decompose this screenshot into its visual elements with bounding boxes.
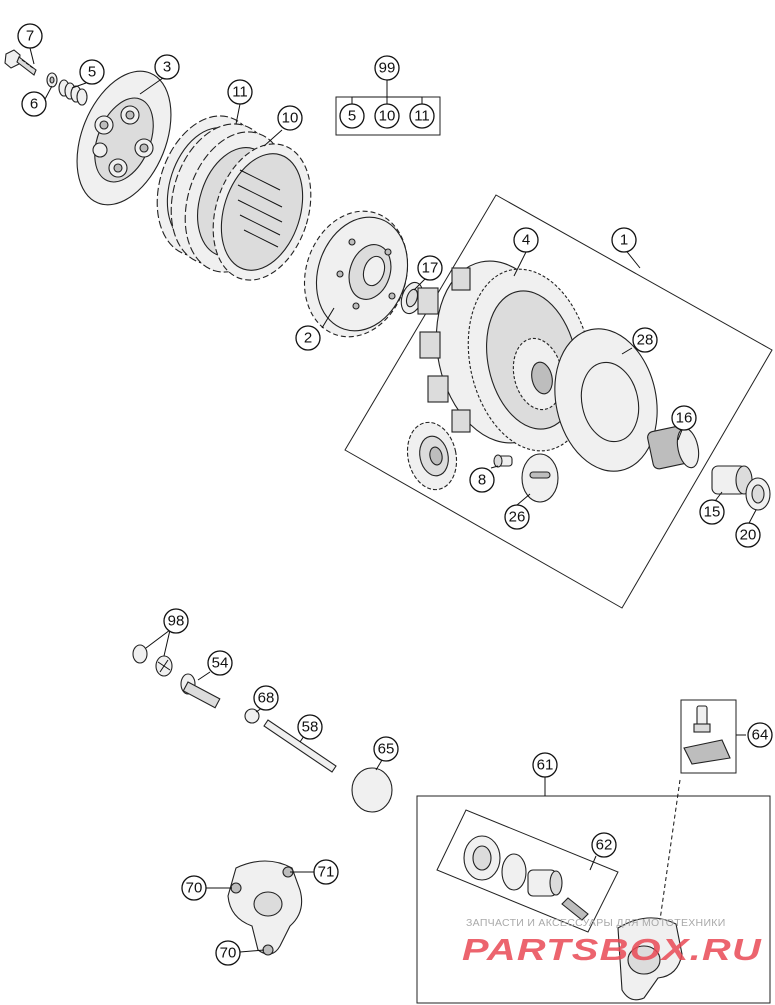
callout-1: 1: [611, 227, 637, 253]
slave-cylinder-housing-part: [227, 860, 303, 956]
svg-text:64: 64: [752, 727, 769, 744]
callout-5: 5: [79, 59, 105, 85]
watermark-tagline: ЗАПЧАСТИ И АКСЕССУАРЫ ДЛЯ МОТОТЕХНИКИ: [466, 917, 726, 929]
callout-54: 54: [207, 650, 233, 676]
svg-text:17: 17: [422, 260, 439, 277]
slave-cylinder-body-part: [617, 779, 683, 1001]
spring-part: [58, 79, 88, 106]
callout-68: 68: [253, 685, 279, 711]
callout-4: 4: [513, 227, 539, 253]
callout-15: 15: [699, 499, 725, 525]
callout-99-item-10: 10: [374, 103, 400, 129]
o-ring-part: [351, 767, 393, 813]
steel-disc-part: [212, 143, 312, 281]
push-rod-part: [263, 719, 337, 773]
callout-99-item-5: 5: [339, 103, 365, 129]
svg-text:5: 5: [348, 108, 356, 125]
needle-bearing-part: [647, 424, 700, 470]
svg-text:71: 71: [318, 864, 335, 881]
callout-8: 8: [469, 467, 495, 493]
washer-98-part: [132, 644, 173, 677]
svg-text:65: 65: [378, 741, 395, 758]
svg-text:5: 5: [88, 64, 96, 81]
svg-text:20: 20: [740, 527, 757, 544]
svg-text:58: 58: [302, 719, 319, 736]
callout-2: 2: [295, 325, 321, 351]
svg-text:28: 28: [637, 332, 654, 349]
svg-text:6: 6: [30, 96, 38, 113]
callout-20: 20: [735, 522, 761, 548]
callout-98: 98: [163, 608, 189, 634]
svg-text:1: 1: [620, 232, 628, 249]
callout-11: 11: [227, 79, 253, 105]
seal-kit-62-frame: [436, 809, 619, 933]
callout-7: 7: [17, 23, 43, 49]
svg-text:26: 26: [509, 509, 526, 526]
callout-99: 99: [374, 55, 400, 81]
callout-71: 71: [313, 859, 339, 885]
washer-20-part: [745, 477, 771, 511]
ball-part: [244, 708, 260, 724]
svg-text:7: 7: [26, 28, 34, 45]
svg-text:3: 3: [163, 59, 171, 76]
svg-text:99: 99: [379, 60, 396, 77]
svg-text:11: 11: [414, 108, 430, 125]
svg-text:70: 70: [220, 945, 237, 962]
callout-99-item-11: 11: [409, 103, 435, 129]
svg-text:2: 2: [304, 330, 312, 347]
bleeder-valve-part: [683, 705, 731, 765]
slave-cylinder-assembly-frame: [416, 795, 771, 1004]
callout-70: 70: [181, 875, 207, 901]
svg-text:62: 62: [596, 837, 613, 854]
primary-gear-part: [406, 421, 458, 491]
callout-10: 10: [277, 105, 303, 131]
friction-plate-28-part: [554, 328, 658, 472]
callout-16: 16: [671, 405, 697, 431]
callout-6: 6: [21, 91, 47, 117]
callout-3: 3: [154, 54, 180, 80]
svg-text:70: 70: [186, 880, 203, 897]
cap-26-part: [521, 453, 559, 503]
svg-text:54: 54: [212, 655, 229, 672]
bolt-part: [4, 49, 37, 76]
pressure-cap-part: [76, 70, 172, 206]
watermark-brand: PARTSBOX.RU: [462, 932, 763, 967]
seal-62-part: [463, 835, 589, 921]
clutch-basket-assembly-frame: [344, 194, 773, 609]
svg-text:98: 98: [168, 613, 185, 630]
svg-text:15: 15: [704, 504, 721, 521]
callout-28: 28: [632, 327, 658, 353]
svg-text:11: 11: [232, 84, 248, 101]
svg-text:10: 10: [282, 110, 299, 127]
bleeder-kit-64-frame: [680, 699, 737, 774]
callout-70: 70: [215, 940, 241, 966]
svg-text:68: 68: [258, 690, 275, 707]
pin-part: [493, 454, 513, 468]
callout-58: 58: [297, 714, 323, 740]
svg-text:4: 4: [522, 232, 530, 249]
callout-62: 62: [591, 832, 617, 858]
callout-64: 64: [747, 722, 773, 748]
svg-text:16: 16: [676, 410, 693, 427]
pressure-piece-part: [180, 673, 221, 709]
callout-26: 26: [504, 504, 530, 530]
callout-61: 61: [532, 752, 558, 778]
washer-part: [46, 72, 58, 88]
callout-17: 17: [417, 255, 443, 281]
callout-65: 65: [373, 736, 399, 762]
inner-hub-part: [303, 210, 409, 338]
svg-text:8: 8: [478, 472, 486, 489]
svg-text:61: 61: [537, 757, 554, 774]
svg-text:10: 10: [379, 108, 396, 125]
